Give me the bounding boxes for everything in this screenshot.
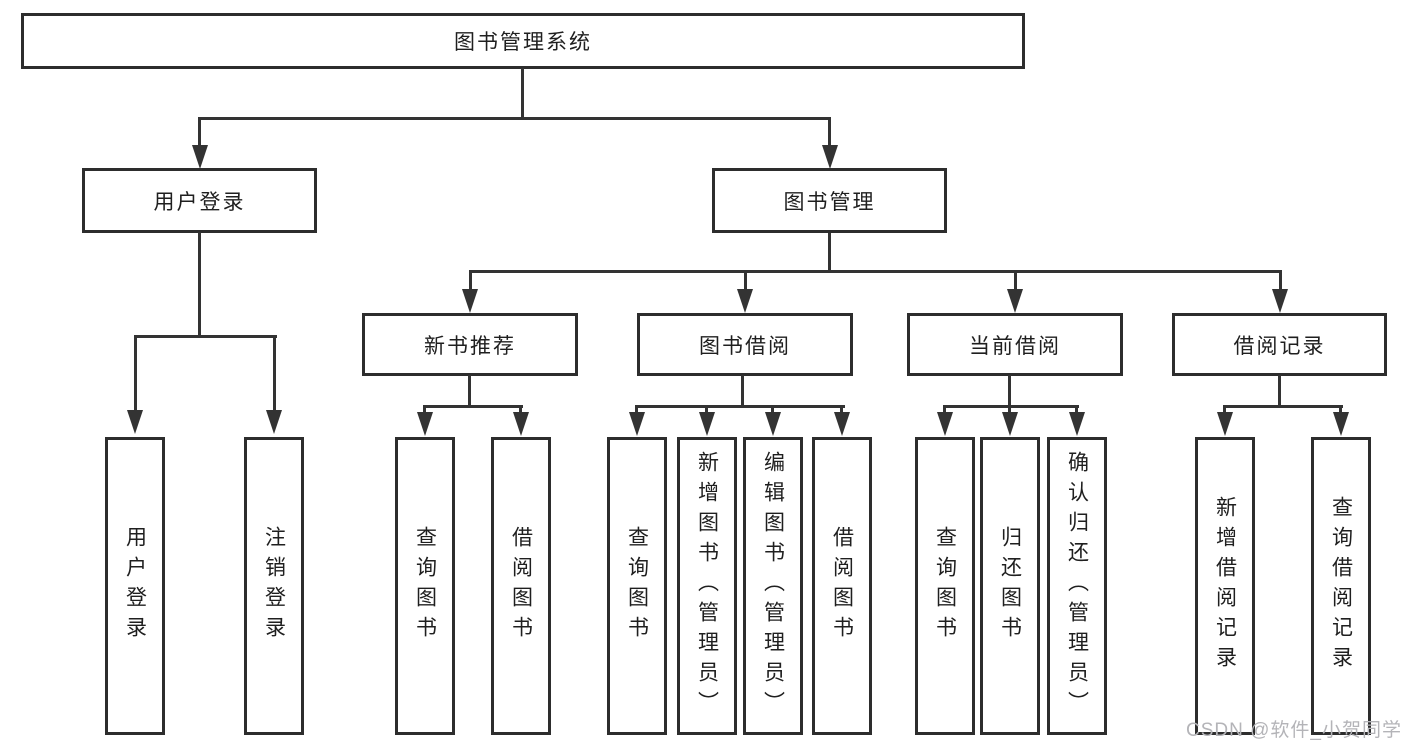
edge-line [134,335,137,412]
edge-line [1223,405,1343,408]
arrow-down-icon [822,145,838,169]
arrow-down-icon [1272,289,1288,313]
leaf-label: 查询图书 [413,526,437,646]
leaf-label: 新增图书（管理员） [695,451,719,721]
edge-line [1223,405,1226,414]
edge-line [943,405,946,414]
edge-line [468,375,471,408]
leaf-label: 查询图书 [625,526,649,646]
leaf-query-books-current: 查询图书 [915,437,975,735]
edge-line [828,117,831,148]
arrow-down-icon [737,289,753,313]
arrow-down-icon [127,410,143,434]
edge-line [1075,405,1078,414]
leaf-label: 编辑图书（管理员） [761,451,785,721]
arrow-down-icon [1069,412,1085,436]
arrow-down-icon [629,412,645,436]
arrow-down-icon [1007,289,1023,313]
edge-line [1339,405,1342,414]
edge-line [636,405,845,408]
arrow-down-icon [462,289,478,313]
arrow-down-icon [1217,412,1233,436]
edge-line [273,335,276,412]
edge-line [1279,270,1282,292]
edge-line [134,335,277,338]
leaf-label: 查询图书 [933,526,957,646]
edge-line [744,270,747,292]
leaf-confirm-return-admin: 确认归还（管理员） [1047,437,1107,735]
watermark: CSDN @软件_小贺同学 [1186,720,1402,741]
edge-line [198,232,201,338]
arrow-down-icon [192,145,208,169]
leaf-label: 用户登录 [123,526,147,646]
leaf-query-books-recommend: 查询图书 [395,437,455,735]
leaf-logout: 注销登录 [244,437,304,735]
leaf-label: 注销登录 [262,526,286,646]
node-system-root: 图书管理系统 [21,13,1025,69]
edge-line [705,405,708,414]
arrow-down-icon [765,412,781,436]
edge-line [519,405,522,414]
arrow-down-icon [834,412,850,436]
edge-line [521,68,524,120]
arrow-down-icon [937,412,953,436]
arrow-down-icon [513,412,529,436]
arrow-down-icon [266,410,282,434]
leaf-label: 新增借阅记录 [1213,496,1237,676]
edge-line [1014,270,1017,292]
edge-line [1008,405,1011,414]
edge-line [198,117,201,148]
leaf-return-books: 归还图书 [980,437,1040,735]
arrow-down-icon [1333,412,1349,436]
leaf-borrow-books: 借阅图书 [812,437,872,735]
arrow-down-icon [699,412,715,436]
node-new-book-recommend: 新书推荐 [362,313,578,376]
node-book-borrow: 图书借阅 [637,313,853,376]
node-current-borrow: 当前借阅 [907,313,1123,376]
edge-line [424,405,523,408]
edge-line [741,375,744,408]
edge-line [635,405,638,414]
arrow-down-icon [417,412,433,436]
leaf-add-books-admin: 新增图书（管理员） [677,437,737,735]
edge-line [1008,375,1011,408]
leaf-query-books-borrow: 查询图书 [607,437,667,735]
node-borrow-records: 借阅记录 [1172,313,1387,376]
node-book-management: 图书管理 [712,168,947,233]
leaf-query-borrow-record: 查询借阅记录 [1311,437,1371,735]
leaf-add-borrow-record: 新增借阅记录 [1195,437,1255,735]
leaf-label: 确认归还（管理员） [1065,451,1089,721]
edge-line [771,405,774,414]
node-user-login: 用户登录 [82,168,317,233]
edge-line [828,233,831,273]
edge-line [469,270,1281,273]
edge-line [198,117,831,120]
arrow-down-icon [1002,412,1018,436]
edge-line [840,405,843,414]
leaf-user-login: 用户登录 [105,437,165,735]
leaf-label: 归还图书 [998,526,1022,646]
leaf-edit-books-admin: 编辑图书（管理员） [743,437,803,735]
leaf-borrow-books-recommend: 借阅图书 [491,437,551,735]
edge-line [944,405,1079,408]
edge-line [1278,375,1281,408]
edge-line [423,405,426,414]
leaf-label: 借阅图书 [509,526,533,646]
edge-line [469,270,472,292]
leaf-label: 借阅图书 [830,526,854,646]
leaf-label: 查询借阅记录 [1329,496,1353,676]
